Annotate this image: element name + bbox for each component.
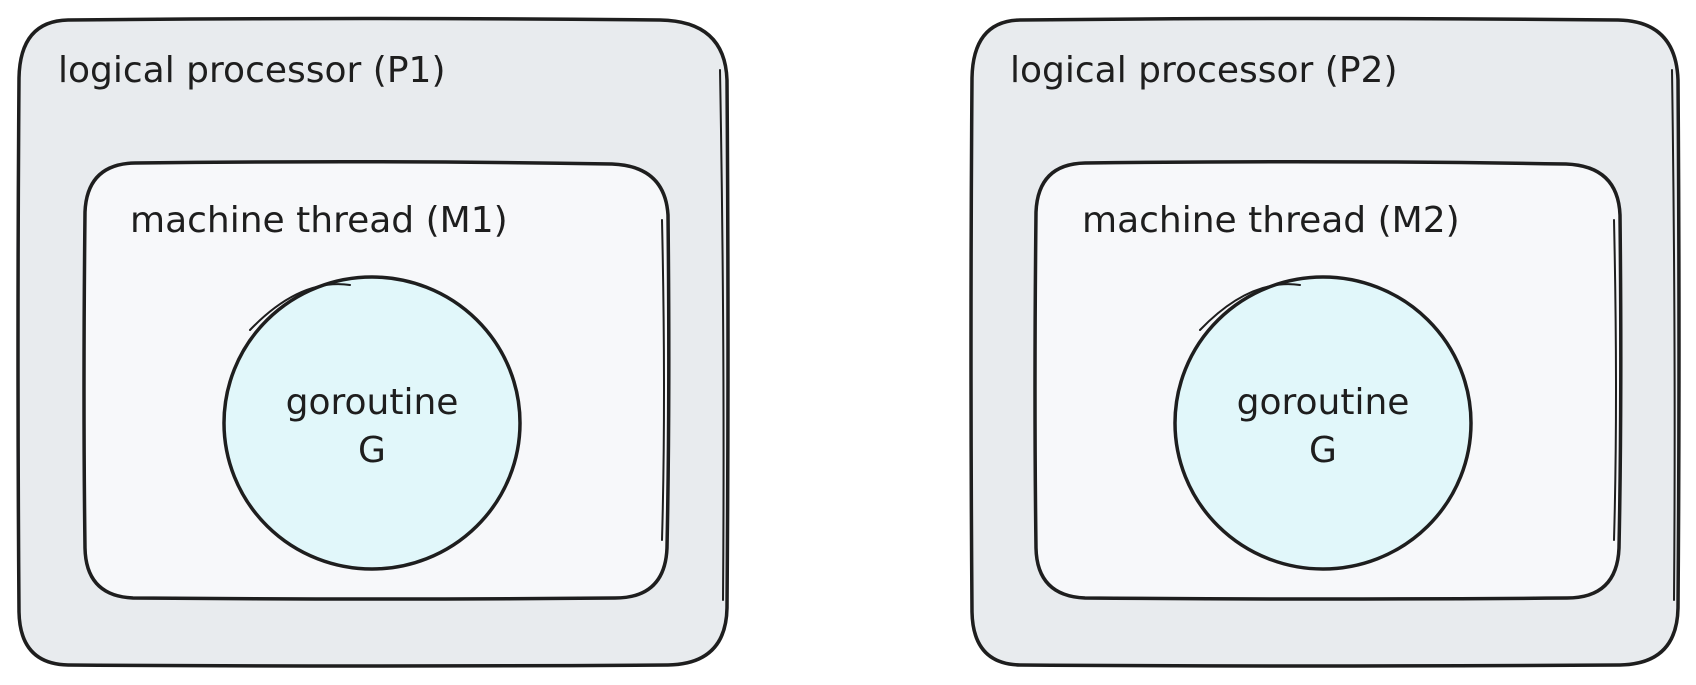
goroutine-id-m1: G: [358, 430, 386, 471]
processor-label-p2: logical processor (P2): [1010, 50, 1398, 91]
thread-label-m2: machine thread (M2): [1082, 200, 1460, 241]
goroutine-label-m2: goroutine: [1237, 382, 1410, 423]
processor-group-p2: logical processor (P2) machine thread (M…: [969, 16, 1681, 668]
sketch-mark: [249, 283, 351, 331]
goroutine-id-m2: G: [1309, 430, 1337, 471]
processor-label-p1: logical processor (P1): [58, 50, 446, 91]
thread-label-m1: machine thread (M1): [130, 200, 508, 241]
sketch-mark: [1199, 283, 1301, 331]
processor-group-p1: logical processor (P1) machine thread (M…: [16, 16, 730, 668]
sketch-mark: [1671, 69, 1676, 601]
goroutine-circle-m2: [1173, 275, 1473, 571]
goroutine-circle-m1: [222, 275, 522, 571]
goroutine-label-m1: goroutine: [286, 382, 459, 423]
sketch-mark: [1613, 219, 1617, 541]
sketch-mark: [661, 219, 665, 541]
sketch-mark: [719, 69, 725, 601]
